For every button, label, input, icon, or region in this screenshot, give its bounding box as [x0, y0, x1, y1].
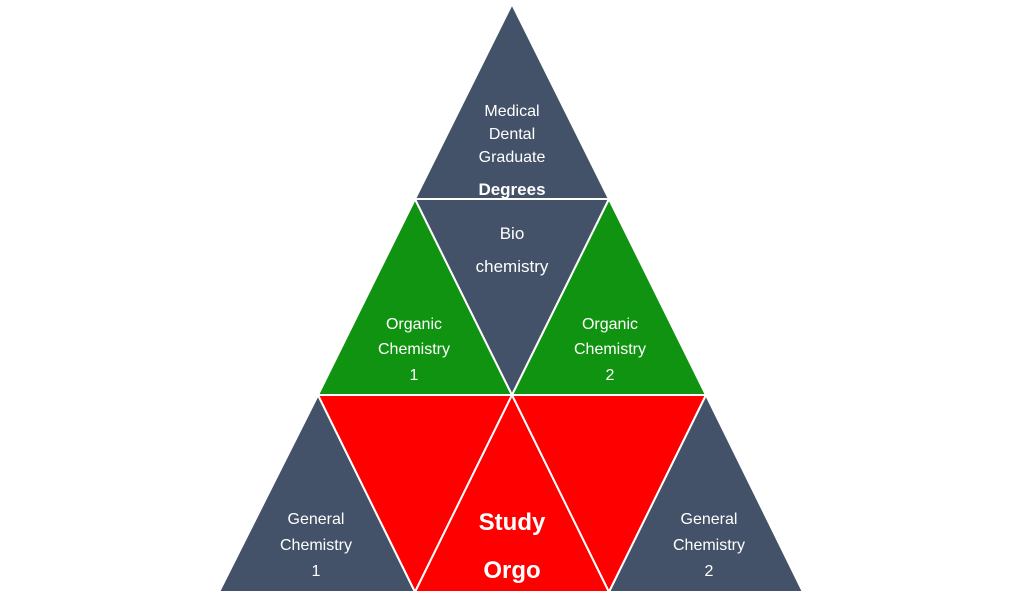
orgo2-label-line2: Chemistry [574, 341, 646, 358]
orgo2-label-line3: 2 [606, 367, 615, 384]
genchem1-label-line2: Chemistry [280, 537, 352, 554]
top-label-line3: Graduate [479, 149, 546, 166]
top-label-line4: Degrees [478, 180, 545, 199]
genchem2-label-line3: 2 [705, 563, 714, 580]
genchem2-label-line1: General [681, 511, 738, 528]
biochem-label-line1: Bio [500, 224, 525, 243]
orgo1-label-line2: Chemistry [378, 341, 450, 358]
top-triangle [413, 1, 611, 200]
genchem1-label-line3: 1 [312, 563, 321, 580]
top-label-line2: Dental [489, 126, 535, 143]
right-bottom-triangle [607, 392, 805, 593]
study-orgo-label-line2: Orgo [483, 557, 540, 584]
orgo1-label-line1: Organic [386, 316, 442, 333]
top-label-line1: Medical [484, 103, 539, 120]
genchem2-label-line2: Chemistry [673, 537, 745, 554]
orgo1-label-line3: 1 [410, 367, 419, 384]
study-orgo-label-line1: Study [479, 509, 546, 536]
orgo2-label-line1: Organic [582, 316, 638, 333]
biochem-label-line2: chemistry [476, 257, 549, 276]
genchem1-label-line1: General [288, 511, 345, 528]
